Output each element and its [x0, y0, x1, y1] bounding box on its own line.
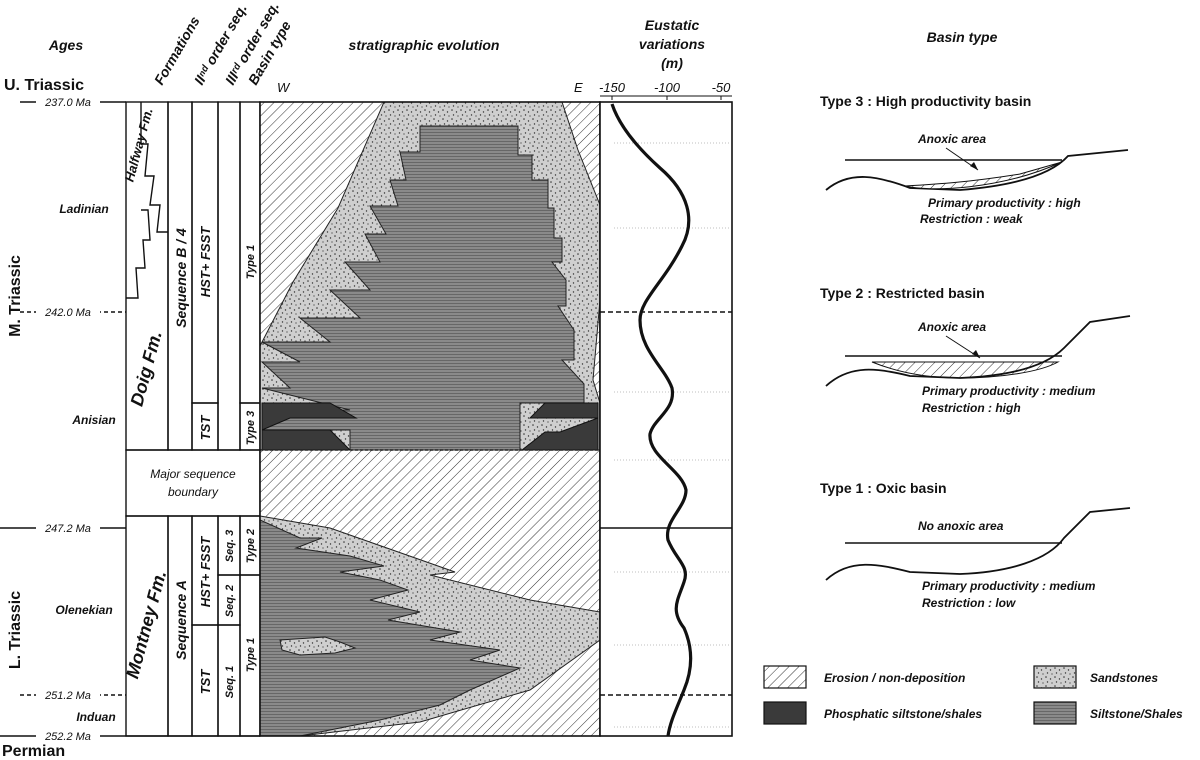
- type2-anoxic-zone: [871, 361, 1060, 379]
- type2-restriction: Restriction : high: [922, 401, 1021, 415]
- legend-phosphatic: Phosphatic siltstone/shales: [824, 707, 982, 721]
- type1-restriction: Restriction : low: [922, 596, 1016, 610]
- period-upper: U. Triassic: [4, 77, 84, 94]
- eustatic-tick-100: -100: [654, 80, 681, 95]
- halfway-doig-boundary: [140, 102, 168, 233]
- period-lower: L. Triassic: [7, 591, 24, 669]
- stage-anisian: Anisian: [71, 413, 115, 427]
- phosphatic-right: [520, 402, 599, 451]
- period-permian: Permian: [2, 743, 65, 760]
- eustatic-tick-150: -150: [599, 80, 626, 95]
- formation-halfway: Halfway Fm.: [122, 106, 156, 183]
- seq-3: Seq. 3: [224, 530, 236, 562]
- legend-swatch-phosphatic: [763, 701, 807, 725]
- age-ticks: [0, 101, 260, 737]
- formation-doig: Doig Fm.: [127, 329, 166, 409]
- period-middle: M. Triassic: [7, 255, 24, 337]
- type1-area-label: No anoxic area: [918, 519, 1004, 533]
- seq-1: Seq. 1: [224, 666, 236, 698]
- east-label: E: [574, 80, 583, 95]
- legend-swatch-siltstone: [1033, 701, 1077, 725]
- type2-productivity: Primary productivity : medium: [922, 384, 1096, 398]
- stage-ladinian: Ladinian: [59, 202, 108, 216]
- lower-silt-body: [260, 519, 522, 736]
- legend: [763, 665, 1077, 725]
- type3-basin-profile: [825, 149, 1129, 191]
- eustatic-curve: [610, 103, 693, 737]
- type3-restriction: Restriction : weak: [920, 212, 1024, 226]
- strat-panel: [260, 102, 600, 736]
- basin-type-3: Type 3: [245, 411, 257, 445]
- tst-upper: TST: [198, 415, 213, 441]
- header-eustatic-2: variations: [639, 36, 705, 52]
- basin-type-1-upper: Type 1: [245, 245, 257, 279]
- eustatic-panel: [599, 101, 733, 737]
- legend-erosion: Erosion / non-deposition: [824, 671, 965, 685]
- legend-siltstone: Siltstone/Shales: [1090, 707, 1183, 721]
- west-label: W: [277, 80, 291, 95]
- type3-area-label: Anoxic area: [917, 132, 986, 146]
- stage-olenekian: Olenekian: [55, 603, 112, 617]
- eustatic-axis: [600, 95, 732, 100]
- type2-area-label: Anoxic area: [917, 320, 986, 334]
- legend-swatch-sandstones: [1033, 665, 1077, 689]
- age-242: 242.0 Ma: [44, 307, 91, 319]
- hst-fsst-lower: HST+ FSST: [198, 536, 213, 607]
- legend-sandstones: Sandstones: [1090, 671, 1158, 685]
- sand-lens: [279, 636, 357, 656]
- tst-lower: TST: [198, 669, 213, 695]
- header-eustatic-1: Eustatic: [645, 17, 700, 33]
- type1-title: Type 1 : Oxic basin: [820, 480, 947, 496]
- basin-type-2: Type 2: [245, 529, 257, 563]
- type1-basin-profile: [825, 507, 1131, 581]
- boundary-line1: Major sequence: [150, 467, 236, 481]
- seq-2: Seq. 2: [224, 585, 236, 617]
- header-eustatic-unit: (m): [661, 55, 683, 71]
- header-basin-panel: Basin type: [927, 29, 998, 45]
- eustatic-tick-50: -50: [712, 80, 732, 95]
- header-ages: Ages: [48, 37, 83, 53]
- sequence-a: Sequence A: [173, 580, 189, 660]
- age-252: 252.2 Ma: [44, 731, 91, 743]
- sequence-b4: Sequence B / 4: [173, 228, 189, 328]
- boundary-line2: boundary: [168, 485, 219, 499]
- type1-productivity: Primary productivity : medium: [922, 579, 1096, 593]
- column-grid: [125, 101, 261, 737]
- type3-title: Type 3 : High productivity basin: [820, 93, 1031, 109]
- type3-productivity: Primary productivity : high: [928, 196, 1081, 210]
- legend-swatch-erosion: [763, 665, 807, 689]
- age-251: 251.2 Ma: [44, 690, 91, 702]
- header-strat: stratigraphic evolution: [349, 37, 500, 53]
- hst-fsst-upper: HST+ FSST: [198, 226, 213, 297]
- stage-induan: Induan: [76, 710, 115, 724]
- type2-basin-profile: [825, 315, 1131, 387]
- formation-montney: Montney Fm.: [122, 568, 170, 680]
- age-247: 247.2 Ma: [44, 523, 91, 535]
- type2-title: Type 2 : Restricted basin: [820, 285, 985, 301]
- type3-anoxic-wedge: [904, 161, 1063, 190]
- age-237: 237.0 Ma: [44, 97, 91, 109]
- basin-type-1-lower: Type 1: [245, 638, 257, 672]
